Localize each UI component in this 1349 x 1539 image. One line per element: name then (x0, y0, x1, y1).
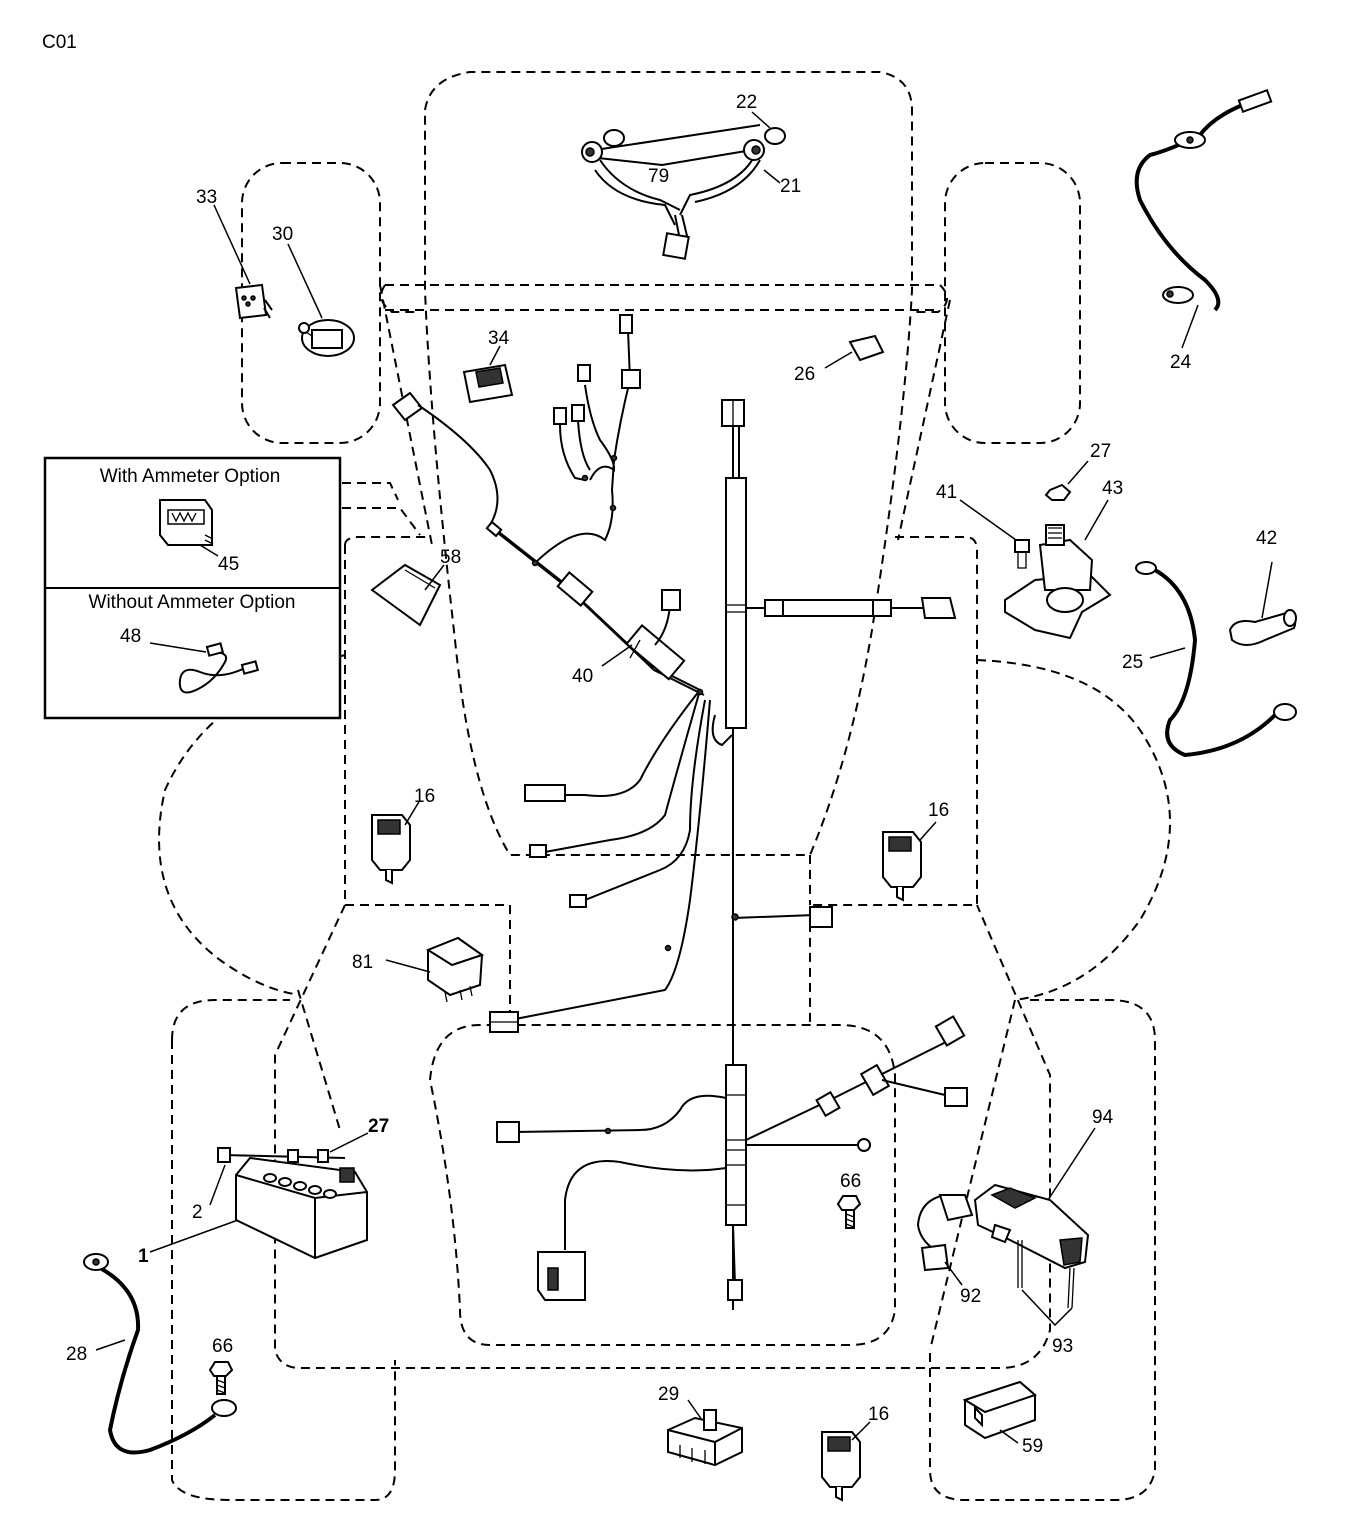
callout-1: 1 (138, 1246, 149, 1267)
part-59 (962, 1380, 1037, 1444)
battery-assembly (149, 1132, 369, 1260)
callout-79: 79 (648, 166, 669, 187)
callout-33: 33 (196, 187, 217, 208)
ground-cable-24 (1134, 88, 1273, 349)
callout-21: 21 (780, 176, 801, 197)
callout-26: 26 (794, 364, 815, 385)
callout-2: 2 (192, 1202, 203, 1223)
page-code: C01 (42, 32, 77, 53)
callout-41: 41 (936, 482, 957, 503)
callout-22: 22 (736, 92, 757, 113)
bolts-66 (208, 1195, 862, 1395)
callout-45: 45 (218, 554, 239, 575)
relay-81 (385, 936, 485, 1003)
callout-43: 43 (1102, 478, 1123, 499)
callout-94: 94 (1092, 1107, 1114, 1128)
callout-25: 25 (1122, 652, 1143, 673)
callout-29: 29 (658, 1384, 679, 1405)
callout-66-center: 66 (840, 1171, 861, 1192)
without-ammeter-title: Without Ammeter Option (89, 592, 296, 613)
callout-42: 42 (1256, 528, 1277, 549)
starter-solenoid (959, 460, 1112, 640)
seat-switch-assembly (916, 1127, 1096, 1327)
callout-16-bottom: 16 (868, 1404, 889, 1425)
callout-16-right: 16 (928, 800, 949, 821)
callout-16-left: 16 (414, 786, 435, 807)
safety-switches-16 (371, 799, 937, 1502)
callout-92: 92 (960, 1286, 981, 1307)
ammeter-part-45 (159, 499, 214, 546)
callout-34: 34 (488, 328, 510, 349)
callout-40: 40 (572, 666, 593, 687)
ignition-key-and-switch (213, 204, 355, 357)
callout-30: 30 (272, 224, 293, 245)
fuse-holder-58 (370, 563, 445, 627)
callout-66-left: 66 (212, 1336, 233, 1357)
switch-29 (667, 1399, 743, 1467)
with-ammeter-title: With Ammeter Option (100, 466, 281, 487)
main-wire-harness-40 (391, 314, 968, 1310)
callout-27-solenoid: 27 (1090, 441, 1111, 462)
jumper-wire-48 (178, 642, 260, 694)
callout-93: 93 (1052, 1336, 1073, 1357)
terminal-boot-42 (1228, 561, 1297, 646)
callout-28: 28 (66, 1344, 87, 1365)
callout-59: 59 (1022, 1436, 1043, 1457)
callout-24: 24 (1170, 352, 1192, 373)
battery-cable-28 (83, 1253, 237, 1455)
callout-27-battery: 27 (368, 1116, 389, 1137)
ammeter-option-box: With Ammeter Option Without Ammeter Opti… (43, 456, 342, 720)
cable-25 (1135, 561, 1297, 758)
callout-labels: 22 79 21 33 30 34 26 24 27 41 43 42 25 4… (66, 92, 1277, 1457)
switch-34 (462, 345, 514, 404)
callout-48: 48 (120, 626, 141, 647)
callout-81: 81 (352, 952, 373, 973)
callout-58: 58 (440, 547, 461, 568)
headlight-harness (581, 111, 786, 260)
part-26 (824, 334, 885, 369)
